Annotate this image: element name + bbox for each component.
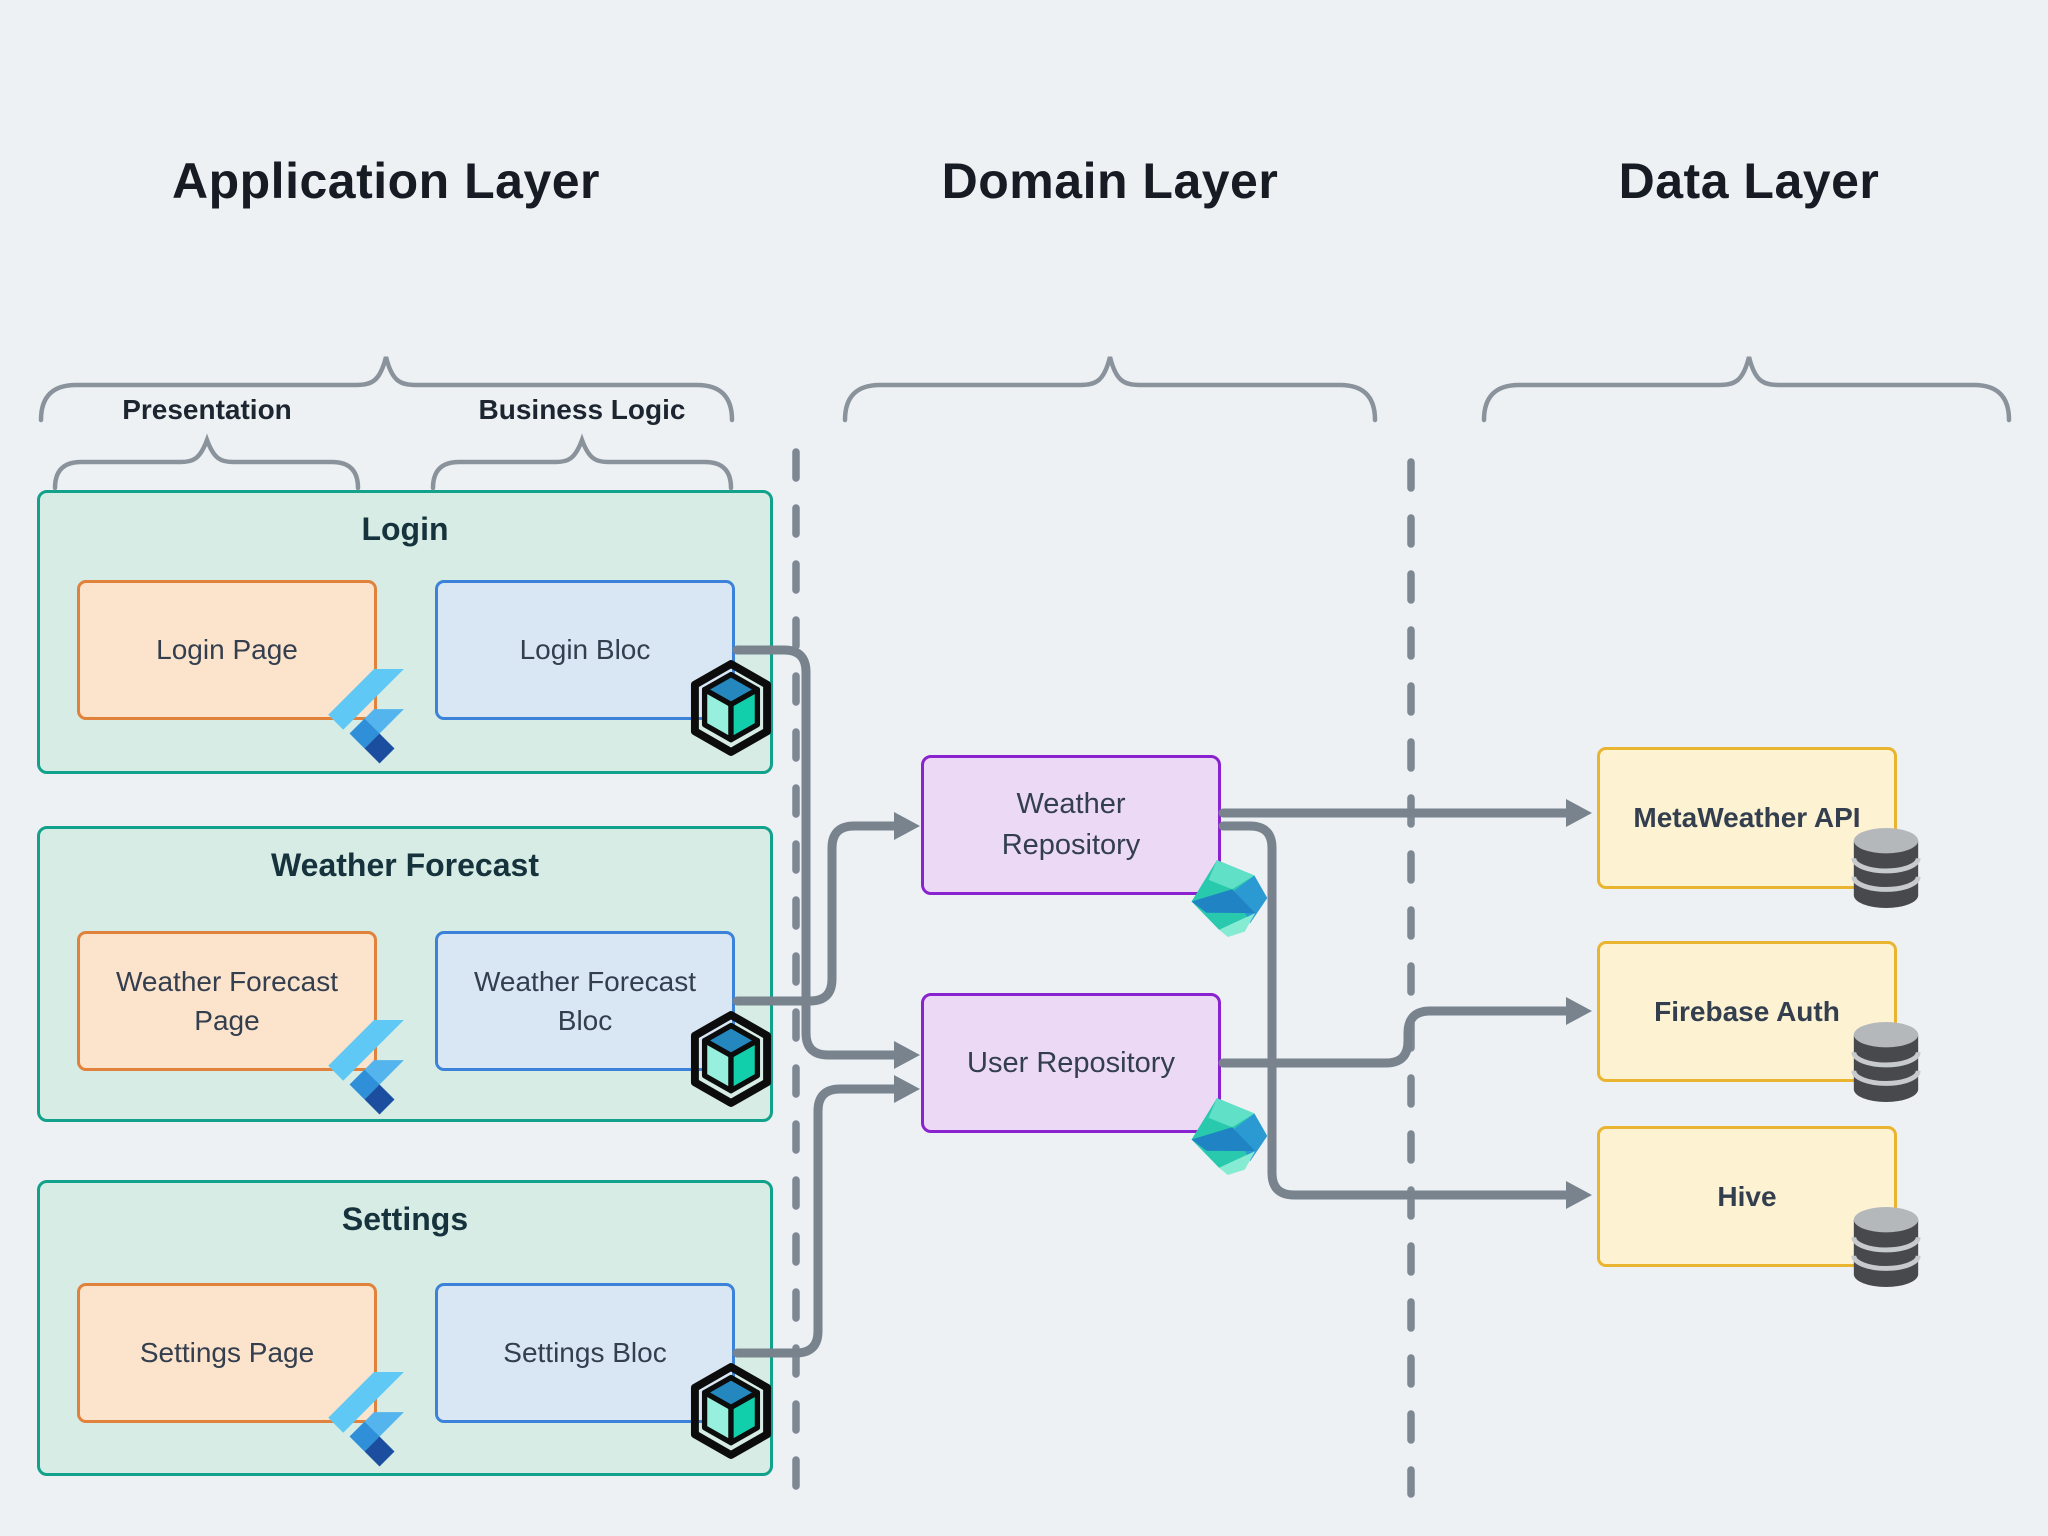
domain-layer-title: Domain Layer — [941, 153, 1279, 209]
metaweather-api-node: MetaWeather API — [1597, 747, 1897, 889]
connector-user-repository-to-firebase-auth — [1218, 1006, 1571, 1068]
firebase-auth-node: Firebase Auth — [1597, 941, 1897, 1082]
presentation-brace — [52, 433, 361, 491]
data-layer-brace — [1481, 356, 2012, 423]
hive-node: Hive — [1597, 1126, 1897, 1267]
business-logic-brace — [430, 433, 734, 491]
settings-section-title: Settings — [341, 1201, 469, 1237]
login-bloc-node: Login Bloc — [435, 580, 735, 720]
connector-weather-repository-to-hive — [1218, 821, 1571, 1200]
application-layer-title: Application Layer — [171, 153, 601, 209]
arrowhead-user-repository-bottom — [894, 1075, 920, 1103]
login-section-title: Login — [361, 511, 449, 547]
settings-bloc-node: Settings Bloc — [435, 1283, 735, 1423]
arrowhead-metaweather-api — [1566, 799, 1592, 827]
data-layer-title: Data Layer — [1618, 153, 1880, 209]
arrowhead-user-repository-top — [894, 1041, 920, 1069]
login-page-node: Login Page — [77, 580, 377, 720]
arrowhead-hive — [1566, 1181, 1592, 1209]
weather-forecast-page-node: Weather Forecast Page — [77, 931, 377, 1071]
user-repository-node: User Repository — [921, 993, 1221, 1133]
arrowhead-firebase-auth — [1566, 997, 1592, 1025]
weather-forecast-section-title: Weather Forecast — [271, 847, 539, 883]
settings-page-node: Settings Page — [77, 1283, 377, 1423]
weather-forecast-bloc-node: Weather Forecast Bloc — [435, 931, 735, 1071]
domain-layer-brace — [842, 356, 1378, 423]
weather-repository-node: Weather Repository — [921, 755, 1221, 895]
business-logic-label: Business Logic — [478, 394, 686, 425]
presentation-label: Presentation — [122, 394, 292, 425]
arrowhead-weather-repository — [894, 812, 920, 840]
